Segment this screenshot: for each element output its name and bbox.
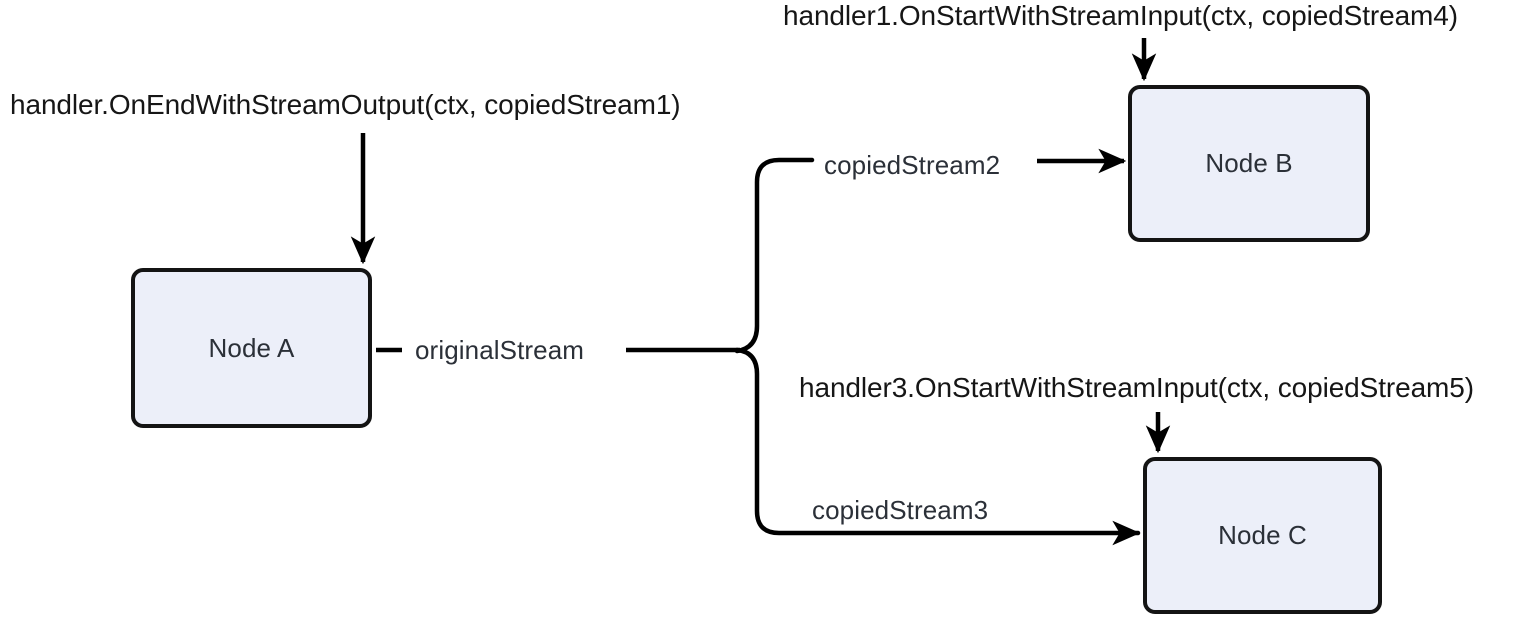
node-c-label: Node C [1218,520,1307,550]
node-a-label: Node A [208,332,295,363]
annotation-handler-on-end-with-stream-output: handler.OnEndWithStreamOutput(ctx, copie… [10,89,681,120]
node-b[interactable]: Node B [1128,85,1370,242]
node-a[interactable]: Node A [131,268,372,428]
annotation-handler1-on-start-with-stream-input: handler1.OnStartWithStreamInput(ctx, cop… [783,0,1458,31]
node-c[interactable]: Node C [1143,457,1382,614]
edge-label-original-stream: originalStream [415,335,585,365]
edge-label-copied-stream3: copiedStream3 [812,495,989,525]
edge-label-copied-stream2: copiedStream2 [824,150,1001,180]
node-b-label: Node B [1205,148,1293,178]
fork-branch-down [734,347,1141,546]
fork-branch-up [734,157,815,354]
annotation-handler3-on-start-with-stream-input: handler3.OnStartWithStreamInput(ctx, cop… [799,372,1474,403]
